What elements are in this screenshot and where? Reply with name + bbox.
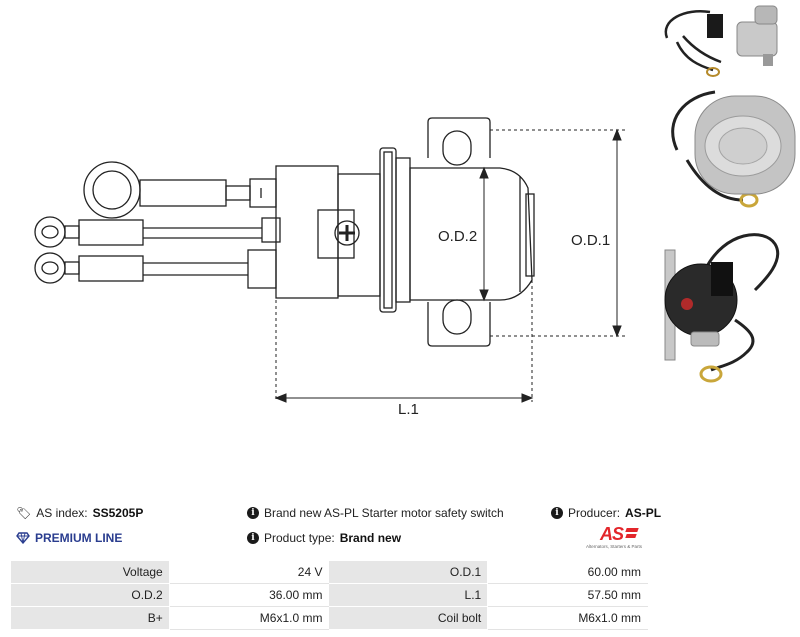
as-index-row: 🏷 AS index: SS5205P [16, 506, 143, 520]
product-photo-2 [671, 90, 796, 208]
as-logo: AS Alternators, Starters & Parts [586, 524, 650, 552]
spec-value: 36.00 mm [168, 583, 330, 607]
spec-value: 24 V [168, 560, 330, 584]
description-row: i Brand new AS-PL Starter motor safety s… [247, 506, 504, 520]
technical-drawing: O.D.2 O.D.1 L.1 [34, 117, 625, 418]
spec-value: 60.00 mm [487, 560, 648, 584]
info-icon: i [247, 532, 259, 544]
producer-label: Producer: [568, 506, 621, 520]
premium-line-row: PREMIUM LINE [16, 531, 122, 545]
spec-value: 57.50 mm [487, 583, 648, 607]
producer-value: AS-PL [625, 506, 662, 520]
label-l1: L.1 [398, 401, 419, 418]
spec-key: O.D.1 [328, 560, 489, 584]
product-type-value: Brand new [339, 531, 402, 545]
product-type-row: i Product type: Brand new [247, 531, 401, 545]
label-od2: O.D.2 [438, 228, 477, 245]
logo-mark: AS [600, 524, 624, 544]
info-icon: i [551, 507, 563, 519]
spec-value: M6x1.0 mm [168, 606, 330, 630]
product-photos [664, 5, 796, 383]
spec-value: M6x1.0 mm [487, 606, 648, 630]
logo-tagline: Alternators, Starters & Parts [586, 544, 643, 549]
premium-line-label: PREMIUM LINE [35, 531, 123, 545]
diamond-icon [16, 532, 30, 544]
spec-key: O.D.2 [10, 583, 170, 607]
product-photo-1 [664, 5, 778, 77]
label-od1: O.D.1 [571, 232, 610, 249]
spec-key: B+ [10, 606, 170, 630]
spec-key: Coil bolt [328, 606, 489, 630]
as-index-value: SS5205P [92, 506, 144, 520]
product-description: Brand new AS-PL Starter motor safety swi… [264, 506, 504, 520]
as-index-label: AS index: [36, 506, 88, 520]
info-icon: i [247, 507, 259, 519]
spec-key: L.1 [328, 583, 489, 607]
spec-key: Voltage [10, 560, 170, 584]
product-type-label: Product type: [264, 531, 335, 545]
product-photo-3 [664, 233, 779, 383]
tag-icon: 🏷 [16, 506, 32, 520]
producer-row: i Producer: AS-PL [551, 506, 661, 520]
